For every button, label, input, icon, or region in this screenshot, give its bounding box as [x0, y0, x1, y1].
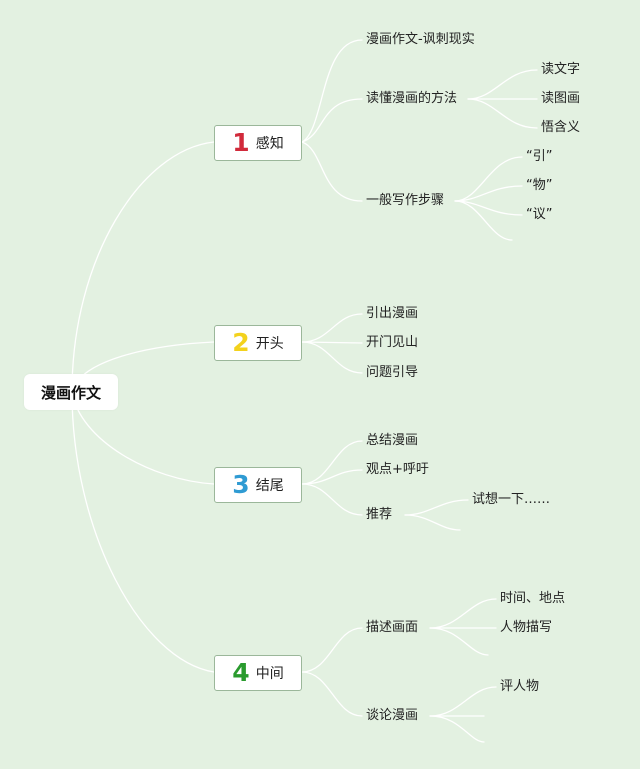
branch-label: 结尾 [255, 478, 284, 494]
link-b2-1 [301, 341, 363, 344]
middle-describe-picture[interactable]: 描述画面 [366, 620, 419, 635]
number-1-icon: 1 [232, 128, 250, 157]
method-understand-meaning[interactable]: 悟含义 [541, 120, 581, 135]
root-node[interactable]: 漫画作文 [24, 374, 118, 410]
opening-question-lead[interactable]: 问题引导 [366, 365, 419, 380]
topic-reading-method[interactable]: 读懂漫画的方法 [366, 91, 458, 106]
ending-summarize[interactable]: 总结漫画 [366, 433, 419, 448]
number-3-icon: 3 [232, 470, 250, 499]
number-4-icon: 4 [232, 658, 250, 687]
link-b1-s-u [454, 156, 523, 202]
ending-view-appeal[interactable]: 观点+呼吁 [366, 462, 429, 477]
link-b1-0 [301, 39, 363, 143]
link-root-b4 [71, 391, 215, 673]
ending-recommend[interactable]: 推荐 [366, 507, 393, 522]
branch-node-4[interactable]: 4 中间 [214, 655, 302, 691]
link-b3-r [404, 499, 469, 516]
describe-characters[interactable]: 人物描写 [500, 620, 553, 635]
method-read-picture[interactable]: 读图画 [541, 91, 581, 106]
link-b4-d-d [429, 627, 489, 656]
discuss-characters[interactable]: 评人物 [500, 679, 540, 694]
step-introduce[interactable]: “引” [526, 149, 553, 164]
recommend-imagine[interactable]: 试想一下…… [472, 492, 551, 507]
branch-node-3[interactable]: 3 结尾 [214, 467, 302, 503]
link-b4-t-d [429, 715, 485, 743]
opening-straight-to-point[interactable]: 开门见山 [366, 335, 419, 350]
link-b1-m-u [467, 69, 538, 100]
link-b1-1 [301, 98, 363, 143]
middle-discuss-comic[interactable]: 谈论漫画 [366, 708, 419, 723]
opening-introduce-comic[interactable]: 引出漫画 [366, 306, 419, 321]
link-root-b1 [71, 141, 215, 393]
link-b4-0 [301, 627, 363, 673]
link-b2-2 [301, 341, 363, 374]
topic-comic-satire[interactable]: 漫画作文-讽刺现实 [366, 32, 475, 47]
step-object[interactable]: “物” [526, 178, 553, 193]
link-b3-1 [301, 469, 363, 485]
step-discuss[interactable]: “议” [526, 207, 553, 222]
number-2-icon: 2 [232, 328, 250, 357]
link-b3-r2 [404, 514, 461, 531]
link-b4-d-u [429, 598, 497, 629]
link-b1-m-d [467, 98, 538, 129]
branch-label: 开头 [255, 336, 284, 352]
branch-label: 中间 [255, 666, 284, 682]
link-b1-s-m [454, 185, 523, 202]
link-b4-1 [301, 671, 363, 717]
branch-node-1[interactable]: 1 感知 [214, 125, 302, 161]
branch-label: 感知 [255, 136, 284, 152]
topic-writing-steps[interactable]: 一般写作步骤 [366, 193, 445, 208]
link-b1-s-e [454, 200, 513, 241]
branch-node-2[interactable]: 2 开头 [214, 325, 302, 361]
link-b1-2 [301, 141, 363, 202]
link-b2-0 [301, 313, 363, 343]
link-b4-t-u [429, 686, 497, 717]
method-read-text[interactable]: 读文字 [541, 62, 581, 77]
link-b3-0 [301, 440, 363, 485]
describe-time-place[interactable]: 时间、地点 [500, 591, 566, 606]
link-b3-2 [301, 483, 363, 516]
